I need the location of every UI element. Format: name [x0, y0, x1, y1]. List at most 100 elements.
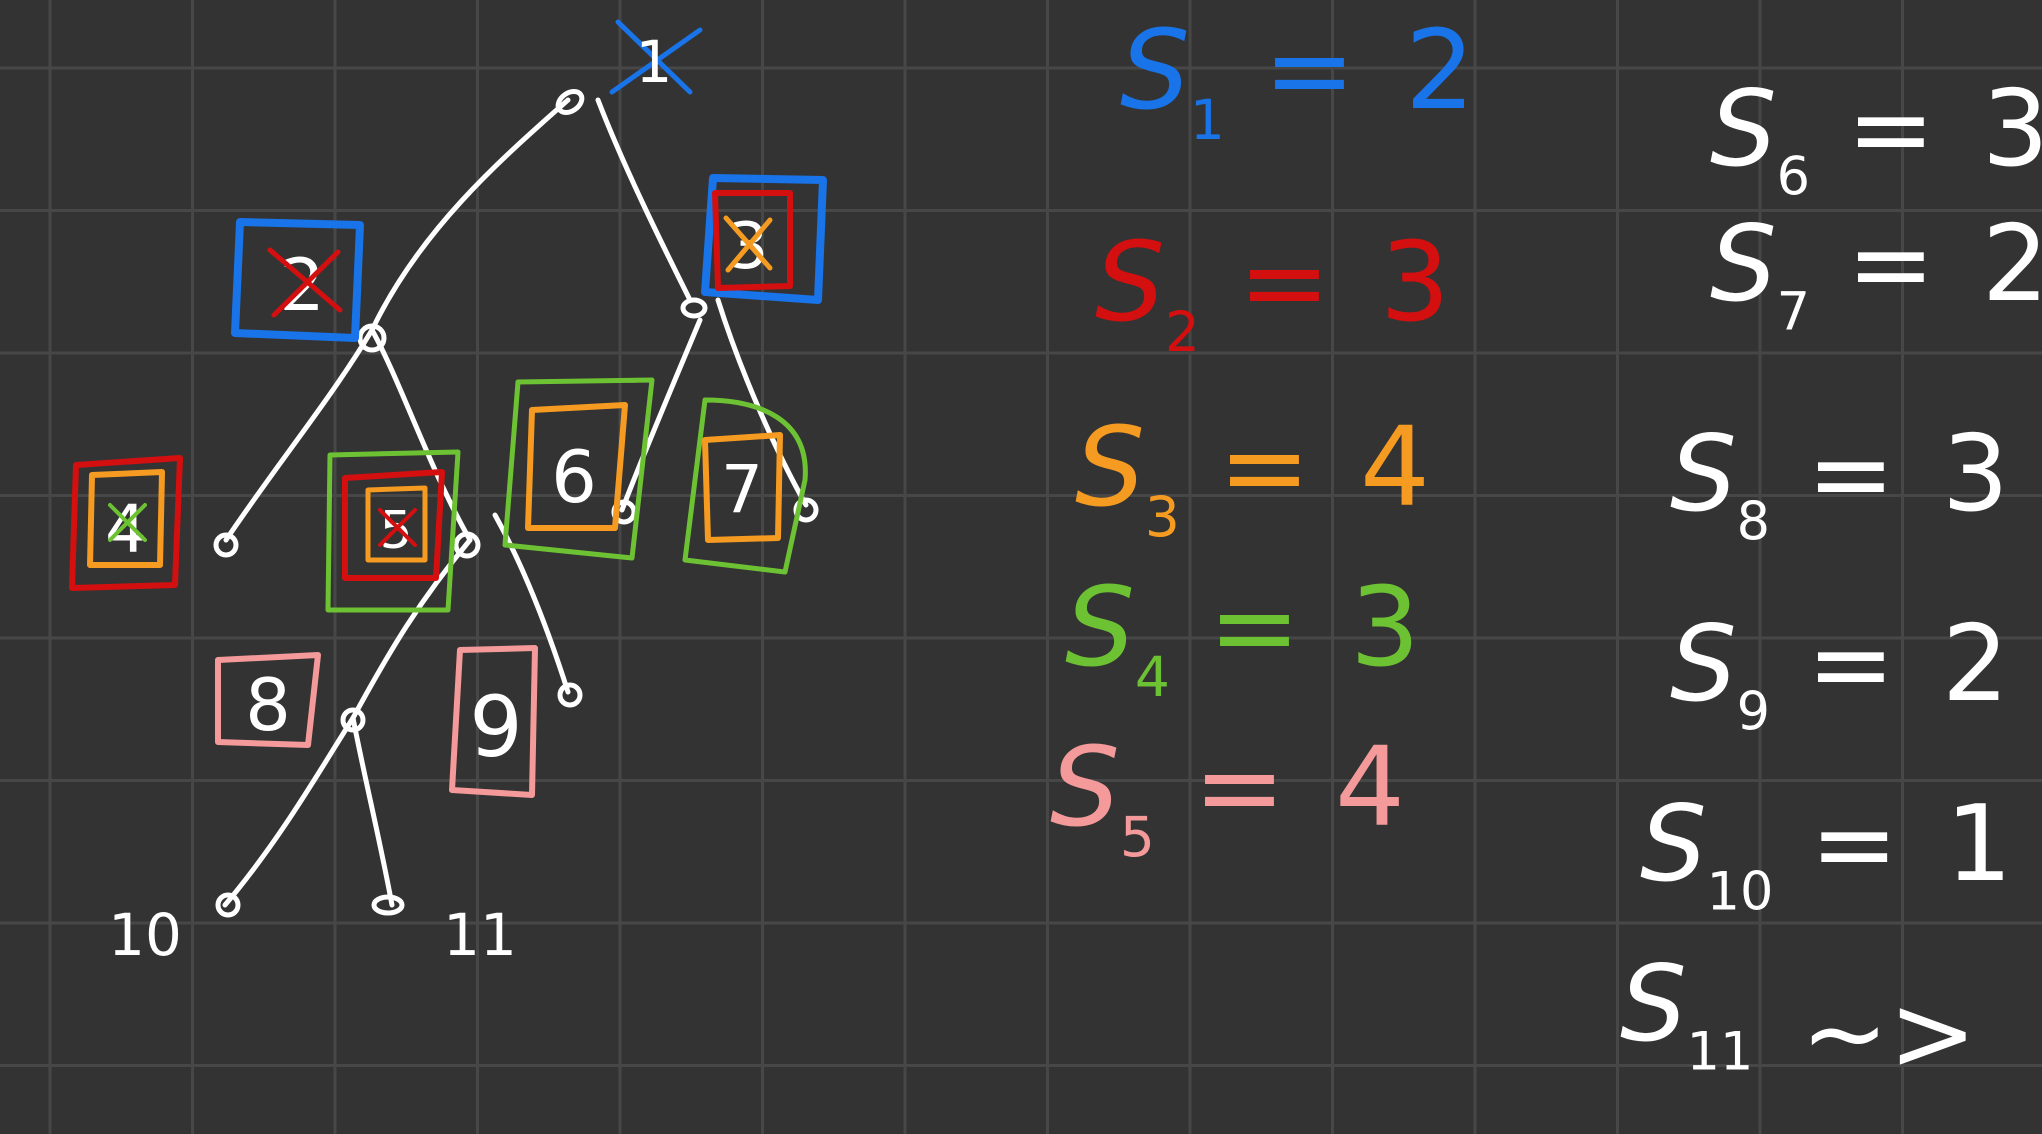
orange-cross-3b	[725, 217, 773, 273]
equation-symbol: S	[1095, 218, 1165, 346]
box-node-4: 4	[69, 455, 183, 591]
equation-subscript: 3	[1145, 485, 1180, 549]
red-box-5	[342, 469, 445, 581]
orange-box-4	[87, 469, 165, 568]
equation-equals: =	[1208, 563, 1300, 691]
equation-symbol: S	[1620, 943, 1687, 1065]
equation-value: 3	[1942, 413, 2009, 535]
node-5	[453, 531, 481, 559]
root-cross-b	[609, 27, 703, 95]
red-box-4	[69, 455, 183, 591]
equation-symbol: S	[1050, 723, 1120, 851]
equation-value: 3	[1350, 563, 1420, 691]
equation-symbol: S	[1065, 563, 1135, 691]
equation-value: 2	[1982, 203, 2042, 325]
root-marker: 1	[609, 19, 703, 96]
equation-value: 3	[1380, 218, 1450, 346]
middle-equation-s3: S3 = 4	[1075, 403, 1430, 549]
node-4	[213, 532, 239, 558]
blue-box-2	[231, 218, 364, 342]
equation-equals: =	[1193, 723, 1285, 851]
middle-equation-s4: S4 = 3	[1065, 563, 1420, 709]
edge-1-2	[369, 97, 571, 333]
box-node-5: 5	[325, 449, 461, 613]
node-label-4: 4	[105, 491, 147, 568]
root-cross-a	[615, 19, 693, 95]
equation-equals: =	[1263, 6, 1355, 134]
orange-box-5	[365, 485, 428, 563]
box-node-8: 8	[215, 652, 321, 748]
edge-8-10	[222, 715, 356, 908]
green-box-6	[502, 377, 655, 561]
equation-equals: =	[1810, 783, 1898, 905]
equation-subscript: 8	[1737, 491, 1770, 552]
equation-value: 4	[1360, 403, 1430, 531]
node-3	[680, 297, 708, 319]
edge-3-6	[619, 317, 703, 513]
red-cross-2a	[267, 247, 343, 313]
node-label-8: 8	[245, 663, 291, 747]
node-label-9: 9	[469, 678, 522, 776]
green-cross-4b	[108, 503, 147, 542]
node-label-11: 11	[443, 901, 517, 969]
green-box-5	[325, 449, 461, 613]
node-8	[340, 707, 366, 733]
node-9	[557, 682, 583, 708]
pink-box-8	[215, 652, 321, 748]
equation-symbol: S	[1120, 6, 1190, 134]
red-cross-2b	[271, 249, 341, 318]
node-2	[357, 323, 387, 353]
equation-text: S2=3	[1095, 218, 1450, 364]
equation-subscript: 1	[1190, 88, 1225, 152]
right-equation-s10: S10=1	[1640, 783, 2012, 922]
equation-subscript: 11	[1687, 1021, 1754, 1082]
equation-symbol: S	[1075, 403, 1145, 531]
equation-text: S6=3	[1710, 68, 2042, 207]
tree-diagram: 1 2 3 4 5	[69, 19, 827, 969]
equation-symbol: S	[1670, 603, 1737, 725]
edge-8-11	[350, 715, 395, 908]
right-equation-s6: S6=3	[1710, 68, 2042, 207]
middle-equation-s2: S2=3	[1095, 218, 1450, 364]
blue-box-3	[701, 174, 827, 304]
edge-1-3	[595, 97, 693, 303]
equation-text: S8 = 3	[1670, 413, 2009, 552]
box-node-3: 3	[701, 174, 827, 304]
equation-equals: =	[1238, 218, 1330, 346]
node-11	[371, 894, 405, 916]
equation-value: ~>	[1801, 972, 1977, 1094]
equation-symbol: S	[1710, 68, 1777, 190]
red-cross-5b	[378, 508, 417, 547]
equation-symbol: S	[1670, 413, 1737, 535]
equation-equals: =	[1847, 68, 1935, 190]
equation-equals: =	[1847, 203, 1935, 325]
node-1	[555, 89, 585, 115]
equation-subscript: 6	[1777, 146, 1810, 207]
box-node-7: 7	[682, 397, 808, 575]
equation-subscript: 5	[1120, 805, 1155, 869]
middle-equation-s1: S1=2	[1120, 6, 1475, 152]
equation-text: S4 = 3	[1065, 563, 1420, 709]
right-equation-s9: S9=2	[1670, 603, 2009, 742]
node-label-1: 1	[636, 28, 673, 96]
equation-equals: =	[1218, 403, 1310, 531]
right-equation-s11: S11 ~>	[1620, 943, 1977, 1094]
equation-subscript: 7	[1777, 281, 1810, 342]
middle-equations: S1=2S2=3S3=4S4=3S5=4	[1050, 6, 1475, 869]
equation-text: S1=2	[1120, 6, 1475, 152]
box-node-6: 6	[502, 377, 655, 561]
red-box-3	[712, 190, 793, 291]
right-equation-s8: S8 = 3	[1670, 413, 2009, 552]
right-equation-s7: S7=2	[1710, 203, 2042, 342]
equation-text: S7=2	[1710, 203, 2042, 342]
equation-text: S3 = 4	[1075, 403, 1430, 549]
node-label-10: 10	[108, 901, 182, 969]
equation-value: 2	[1942, 603, 2009, 725]
equation-equals: =	[1807, 603, 1895, 725]
equation-equals: =	[1807, 413, 1895, 535]
equation-text: S10=1	[1640, 783, 2012, 922]
equation-subscript: 4	[1135, 645, 1170, 709]
